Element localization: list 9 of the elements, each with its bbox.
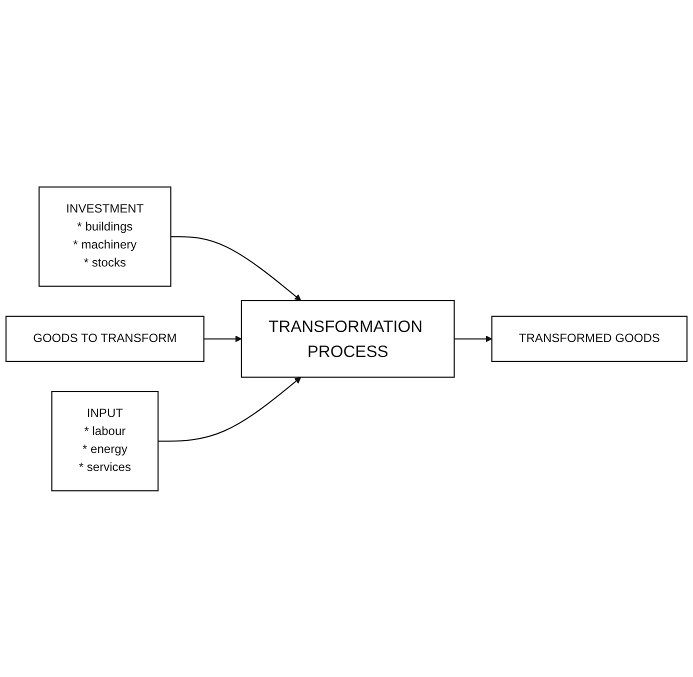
node-box: TRANSFORMED GOODS: [491, 315, 688, 362]
arrow: [170, 236, 302, 300]
arrow: [158, 376, 302, 442]
arrow: [204, 335, 242, 342]
arrow: [454, 335, 492, 342]
node-box: GOODS TO TRANSFORM: [5, 315, 204, 362]
node-box: INVESTMENT * buildings * machinery * stocks: [38, 186, 172, 286]
node-box: TRANSFORMATION PROCESS: [240, 300, 455, 378]
node-box: INPUT * labour * energy * services: [51, 390, 159, 491]
